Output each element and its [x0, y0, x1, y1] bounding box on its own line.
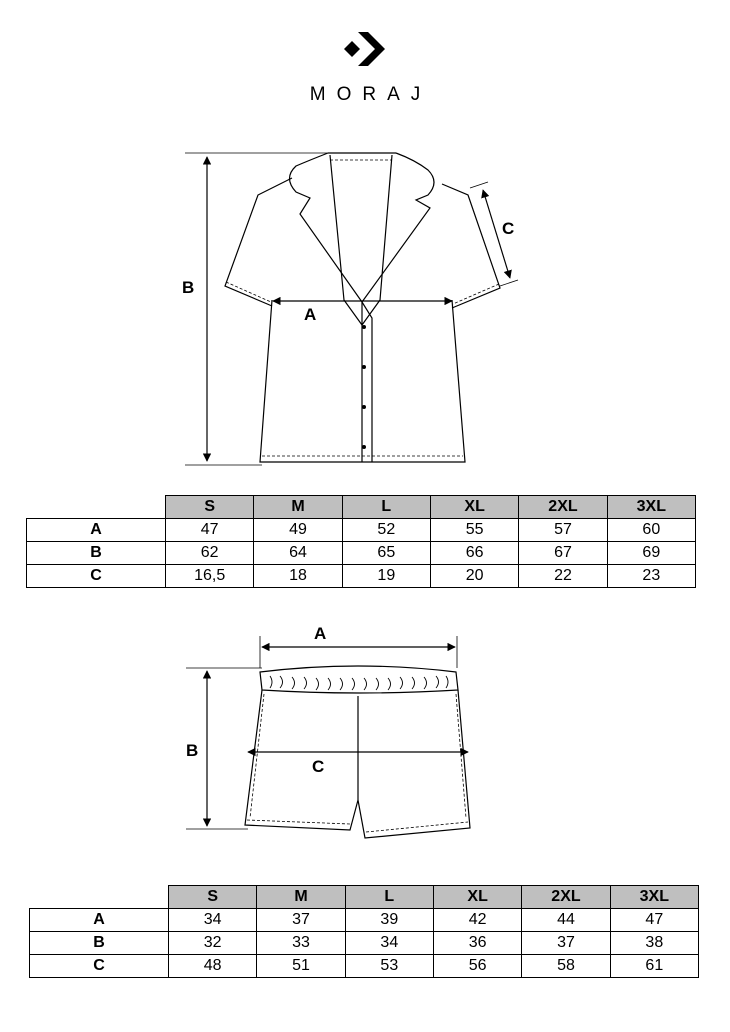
size-header-s: S — [164, 495, 255, 519]
shorts-table-header: S M L XL 2XL 3XL — [30, 885, 700, 909]
moraj-chevron-logo-icon — [344, 32, 385, 66]
shirt-label-b: B — [182, 278, 195, 297]
size-header-3xl: 3XL — [609, 885, 700, 909]
row-label: C — [29, 954, 169, 978]
table-cell: 58 — [521, 954, 611, 978]
table-cell: 20 — [429, 564, 520, 588]
brand-logo — [0, 28, 730, 70]
table-cell: 44 — [521, 908, 611, 932]
table-cell: 36 — [432, 931, 523, 955]
shorts-diagram — [186, 636, 471, 839]
size-header-s: S — [167, 885, 258, 909]
shirt-outline — [224, 152, 501, 463]
table-row: C 16,5 18 19 20 22 23 — [26, 564, 697, 588]
table-corner — [30, 886, 169, 909]
table-cell: 18 — [253, 564, 343, 588]
table-cell: 55 — [429, 518, 520, 542]
shirt-label-c: C — [502, 219, 515, 238]
shirt-size-table: S M L XL 2XL 3XL A 47 49 52 55 57 60 B 6… — [26, 495, 697, 588]
shorts-label-c: C — [312, 757, 325, 776]
table-cell: 66 — [429, 541, 520, 565]
table-cell: 47 — [609, 908, 700, 932]
table-cell: 34 — [167, 908, 258, 932]
table-cell: 49 — [253, 518, 343, 542]
shirt-measure-lines — [185, 152, 519, 466]
row-label: A — [29, 908, 169, 932]
table-cell: 51 — [256, 954, 346, 978]
table-cell: 16,5 — [164, 564, 255, 588]
shirt-buttons — [362, 325, 366, 449]
brand-name: MORAJ — [309, 84, 432, 105]
shirt-table-header: S M L XL 2XL 3XL — [27, 495, 697, 519]
table-row: A 47 49 52 55 57 60 — [26, 518, 697, 542]
table-cell: 22 — [518, 564, 608, 588]
size-header-m: M — [256, 885, 346, 909]
table-cell: 23 — [606, 564, 697, 588]
table-cell: 19 — [341, 564, 431, 588]
size-header-l: L — [344, 885, 434, 909]
shorts-label-a: A — [314, 624, 327, 643]
size-header-xl: XL — [432, 885, 523, 909]
table-cell: 52 — [341, 518, 431, 542]
table-cell: 57 — [518, 518, 608, 542]
table-cell: 38 — [609, 931, 700, 955]
shorts-outline — [244, 665, 471, 839]
table-cell: 61 — [609, 954, 700, 978]
table-cell: 69 — [606, 541, 697, 565]
row-label: B — [26, 541, 166, 565]
table-row: B 62 64 65 66 67 69 — [26, 541, 697, 565]
table-row: A 34 37 39 42 44 47 — [29, 908, 700, 932]
row-label: B — [29, 931, 169, 955]
table-cell: 48 — [167, 954, 258, 978]
table-cell: 42 — [432, 908, 523, 932]
row-label: A — [26, 518, 166, 542]
table-cell: 65 — [341, 541, 431, 565]
table-cell: 67 — [518, 541, 608, 565]
table-cell: 53 — [344, 954, 434, 978]
shorts-measure-lines — [186, 636, 469, 830]
table-cell: 60 — [606, 518, 697, 542]
table-cell: 64 — [253, 541, 343, 565]
row-label: C — [26, 564, 166, 588]
size-header-2xl: 2XL — [518, 495, 608, 519]
size-header-2xl: 2XL — [521, 885, 611, 909]
table-cell: 62 — [164, 541, 255, 565]
table-cell: 34 — [344, 931, 434, 955]
table-cell: 39 — [344, 908, 434, 932]
table-cell: 56 — [432, 954, 523, 978]
shirt-label-a: A — [304, 305, 317, 324]
shirt-measure-c-line — [481, 189, 512, 279]
table-cell: 33 — [256, 931, 346, 955]
table-cell: 37 — [256, 908, 346, 932]
size-header-m: M — [253, 495, 343, 519]
size-header-l: L — [341, 495, 431, 519]
shirt-diagram — [185, 152, 519, 466]
table-row: B 32 33 34 36 37 38 — [29, 931, 700, 955]
shorts-label-b: B — [186, 741, 199, 760]
size-header-xl: XL — [429, 495, 520, 519]
table-row: C 48 51 53 56 58 61 — [29, 954, 700, 978]
table-cell: 32 — [167, 931, 258, 955]
size-header-3xl: 3XL — [606, 495, 697, 519]
shorts-size-table: S M L XL 2XL 3XL A 34 37 39 42 44 47 B 3… — [29, 885, 700, 978]
table-corner — [27, 496, 166, 519]
table-cell: 37 — [521, 931, 611, 955]
table-cell: 47 — [164, 518, 255, 542]
